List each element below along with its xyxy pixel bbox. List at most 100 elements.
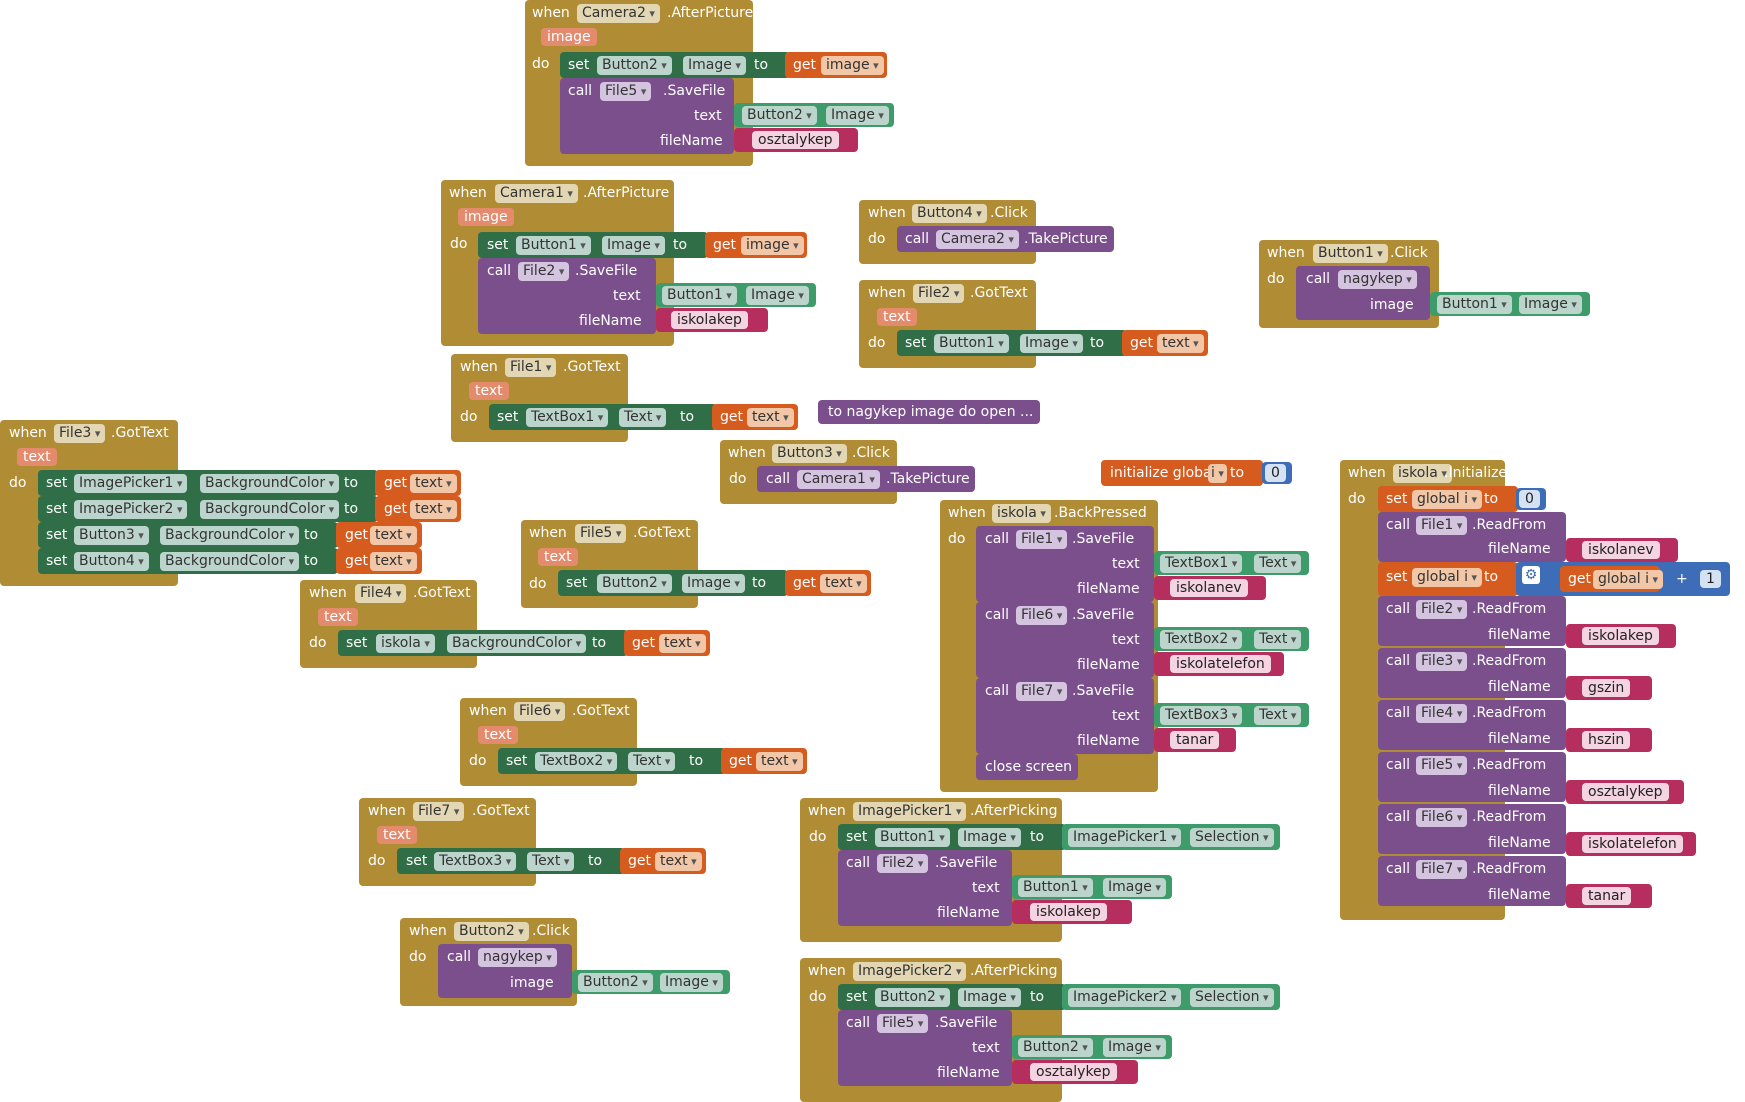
property-dropdown[interactable]: Image	[1103, 1038, 1166, 1057]
string-value[interactable]: iskolakep	[1030, 903, 1107, 921]
component-dropdown[interactable]: File4	[1416, 704, 1468, 723]
component-dropdown[interactable]: Button2	[578, 973, 653, 992]
variable-dropdown[interactable]: text	[747, 408, 794, 427]
component-dropdown[interactable]: ImagePicker2	[853, 962, 967, 981]
component-dropdown[interactable]: File6	[1016, 606, 1068, 625]
property-dropdown[interactable]: Text	[619, 408, 667, 427]
component-dropdown[interactable]: iskola	[1393, 464, 1452, 483]
property-dropdown[interactable]: Image	[746, 286, 809, 305]
component-dropdown[interactable]: Button1	[1018, 878, 1093, 897]
variable-dropdown[interactable]: text	[756, 752, 803, 771]
property-dropdown[interactable]: BackgroundColor	[160, 526, 300, 545]
component-dropdown[interactable]: File2	[877, 854, 929, 873]
property-dropdown[interactable]: Text	[628, 752, 676, 771]
variable-dropdown[interactable]: text	[370, 552, 417, 571]
call-block[interactable]	[1378, 512, 1566, 562]
procedure-dropdown[interactable]: nagykep	[1338, 270, 1417, 289]
component-dropdown[interactable]: File5	[1416, 756, 1468, 775]
property-dropdown[interactable]: Text	[1254, 554, 1302, 573]
call-block[interactable]	[1378, 596, 1566, 646]
variable-dropdown[interactable]: text	[410, 500, 457, 519]
component-dropdown[interactable]: Button1	[1313, 244, 1388, 263]
component-dropdown[interactable]: File5	[877, 1014, 929, 1033]
component-dropdown[interactable]: File4	[355, 584, 407, 603]
component-dropdown[interactable]: File2	[518, 262, 570, 281]
call-block[interactable]	[1378, 856, 1566, 906]
component-dropdown[interactable]: Button2	[1018, 1038, 1093, 1057]
property-dropdown[interactable]: Image	[1519, 295, 1582, 314]
string-value[interactable]: osztalykep	[1582, 783, 1669, 801]
call-block[interactable]	[1378, 648, 1566, 698]
component-dropdown[interactable]: File6	[514, 702, 566, 721]
param-text[interactable]: text	[538, 548, 578, 566]
variable-dropdown[interactable]: text	[820, 574, 867, 593]
variable-dropdown[interactable]: text	[410, 474, 457, 493]
component-dropdown[interactable]: Button2	[742, 106, 817, 125]
component-dropdown[interactable]: File1	[505, 358, 557, 377]
number-value[interactable]: 0	[1519, 490, 1540, 508]
component-dropdown[interactable]: Button1	[875, 828, 950, 847]
component-dropdown[interactable]: File7	[1016, 682, 1068, 701]
close-screen-block[interactable]	[976, 754, 1078, 780]
variable-dropdown[interactable]: global i	[1412, 490, 1483, 509]
variable-dropdown[interactable]: image	[741, 236, 804, 255]
number-value[interactable]: 0	[1265, 464, 1286, 482]
component-dropdown[interactable]: File1	[1016, 530, 1068, 549]
param-text[interactable]: text	[877, 308, 917, 326]
variable-dropdown[interactable]: text	[370, 526, 417, 545]
param-text[interactable]: text	[377, 826, 417, 844]
call-block[interactable]	[1378, 804, 1566, 854]
property-dropdown[interactable]: Selection	[1190, 988, 1274, 1007]
component-dropdown[interactable]: Button2	[875, 988, 950, 1007]
component-dropdown[interactable]: TextBox1	[526, 408, 609, 427]
param-text[interactable]: text	[469, 382, 509, 400]
param-text[interactable]: text	[478, 726, 518, 744]
variable-dropdown[interactable]: text	[1157, 334, 1204, 353]
component-dropdown[interactable]: File1	[1416, 516, 1468, 535]
property-dropdown[interactable]: Image	[602, 236, 665, 255]
string-value[interactable]: iskolanev	[1170, 579, 1248, 597]
component-dropdown[interactable]: TextBox2	[1160, 630, 1243, 649]
string-value[interactable]: tanar	[1170, 731, 1220, 749]
variable-dropdown[interactable]: text	[655, 852, 702, 871]
component-dropdown[interactable]: ImagePicker1	[74, 474, 188, 493]
property-dropdown[interactable]: Text	[1254, 706, 1302, 725]
component-dropdown[interactable]: Button2	[597, 56, 672, 75]
component-dropdown[interactable]: Button1	[934, 334, 1009, 353]
property-dropdown[interactable]: Image	[683, 56, 746, 75]
param-image[interactable]: image	[458, 208, 514, 226]
component-dropdown[interactable]: iskola	[992, 504, 1051, 523]
procedure-dropdown[interactable]: nagykep	[478, 948, 557, 967]
global-name-field[interactable]: i	[1208, 464, 1227, 483]
property-dropdown[interactable]: Image	[958, 988, 1021, 1007]
component-dropdown[interactable]: Camera1	[495, 184, 578, 203]
component-dropdown[interactable]: Camera2	[936, 230, 1019, 249]
number-value[interactable]: 1	[1700, 570, 1721, 588]
variable-dropdown[interactable]: text	[659, 634, 706, 653]
property-dropdown[interactable]: Image	[1103, 878, 1166, 897]
call-block[interactable]	[1378, 700, 1566, 750]
component-dropdown[interactable]: Button3	[772, 444, 847, 463]
component-dropdown[interactable]: TextBox3	[434, 852, 517, 871]
param-text[interactable]: text	[17, 448, 57, 466]
component-dropdown[interactable]: Button1	[1437, 295, 1512, 314]
param-image[interactable]: image	[541, 28, 597, 46]
component-dropdown[interactable]: Button1	[662, 286, 737, 305]
variable-dropdown[interactable]: image	[821, 56, 884, 75]
property-dropdown[interactable]: Image	[958, 828, 1021, 847]
param-text[interactable]: text	[318, 608, 358, 626]
component-dropdown[interactable]: TextBox1	[1160, 554, 1243, 573]
component-dropdown[interactable]: TextBox2	[535, 752, 618, 771]
component-dropdown[interactable]: ImagePicker2	[1068, 988, 1182, 1007]
property-dropdown[interactable]: Image	[826, 106, 889, 125]
string-value[interactable]: iskolatelefon	[1582, 835, 1683, 853]
component-dropdown[interactable]: ImagePicker2	[74, 500, 188, 519]
string-value[interactable]: iskolanev	[1582, 541, 1660, 559]
property-dropdown[interactable]: Text	[527, 852, 575, 871]
component-dropdown[interactable]: TextBox3	[1160, 706, 1243, 725]
component-dropdown[interactable]: File5	[575, 524, 627, 543]
property-dropdown[interactable]: Image	[1020, 334, 1083, 353]
component-dropdown[interactable]: File3	[1416, 652, 1468, 671]
property-dropdown[interactable]: Image	[682, 574, 745, 593]
component-dropdown[interactable]: Button2	[597, 574, 672, 593]
